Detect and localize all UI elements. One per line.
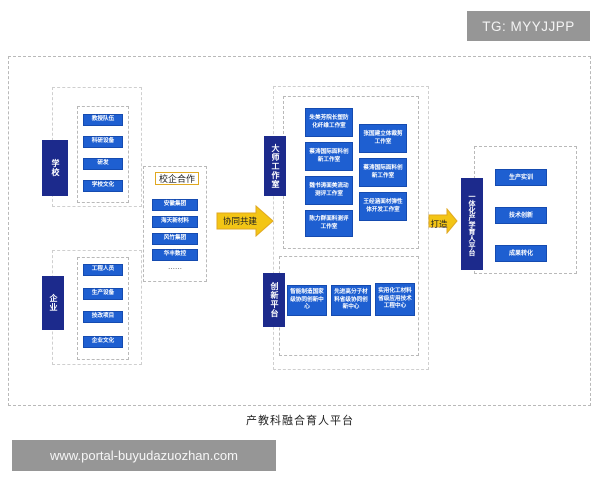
watermark-bottom: www.portal-buyudazuozhan.com — [12, 440, 276, 471]
middle-frame — [273, 86, 429, 370]
school-item-3: 学校文化 — [83, 180, 123, 192]
masters-right-item-2: 王经涵面材弹性体开发工作室 — [359, 192, 407, 221]
masters-right-item-0: 张国建立体裁剪工作室 — [359, 124, 407, 153]
innovation-node: 创新平台 — [263, 273, 285, 327]
watermark-top: TG: MYYJJPP — [467, 11, 590, 41]
school-item-2: 研发 — [83, 158, 123, 170]
arrow-build-label: 打造 — [430, 220, 448, 230]
cooperation-item-1: 海天新材料 — [152, 216, 198, 228]
cooperation-item-3: 华丰数控 — [152, 249, 198, 261]
arrow-build-icon — [428, 208, 458, 234]
masters-node: 大师工作室 — [264, 136, 286, 196]
integration-item-0: 生产实训 — [495, 169, 547, 186]
integration-node: 一体化产学育人平台 — [461, 178, 483, 270]
enterprise-items-frame — [77, 257, 129, 360]
enterprise-item-1: 生产设备 — [83, 288, 123, 300]
school-item-1: 科研设备 — [83, 136, 123, 148]
cooperation-item-0: 安徽集团 — [152, 199, 198, 211]
outer-frame — [8, 56, 591, 406]
enterprise-node: 企业 — [42, 276, 64, 330]
integration-item-2: 成果转化 — [495, 245, 547, 262]
innovation-item-2: 实用化工材料省级应用技术工程中心 — [375, 283, 415, 316]
arrow-collaborate-icon — [216, 205, 274, 237]
school-node: 学校 — [42, 140, 68, 196]
enterprise-item-0: 工程人员 — [83, 264, 123, 276]
enterprise-item-2: 技改项目 — [83, 311, 123, 323]
masters-left-item-3: 陈力群面料测评工作室 — [305, 210, 353, 237]
masters-right-item-1: 蔡涛国际面料创新工作室 — [359, 158, 407, 187]
innovation-item-0: 智能制造国家级协同创新中心 — [287, 285, 327, 316]
diagram-caption: 产教科融合育人平台 — [246, 414, 354, 427]
masters-left-item-1: 蔡涛国际面料创新工作室 — [305, 142, 353, 171]
school-items-frame — [77, 106, 129, 203]
cooperation-item-2: 风竹集团 — [152, 233, 198, 245]
school-item-0: 教授队伍 — [83, 114, 123, 126]
cooperation-frame — [143, 166, 207, 282]
masters-left-item-0: 朱美芳院长塑防化纤维工作室 — [305, 108, 353, 137]
cooperation-more: …… — [168, 263, 182, 271]
arrow-collaborate-label: 协同共建 — [222, 217, 257, 227]
cooperation-node: 校企合作 — [155, 172, 199, 185]
enterprise-item-3: 企业文化 — [83, 336, 123, 348]
innovation-item-1: 先进高分子材料省级协同创新中心 — [331, 285, 371, 316]
integration-item-1: 技术创新 — [495, 207, 547, 224]
masters-left-item-2: 魏书涛面美流动测评工作室 — [305, 176, 353, 205]
